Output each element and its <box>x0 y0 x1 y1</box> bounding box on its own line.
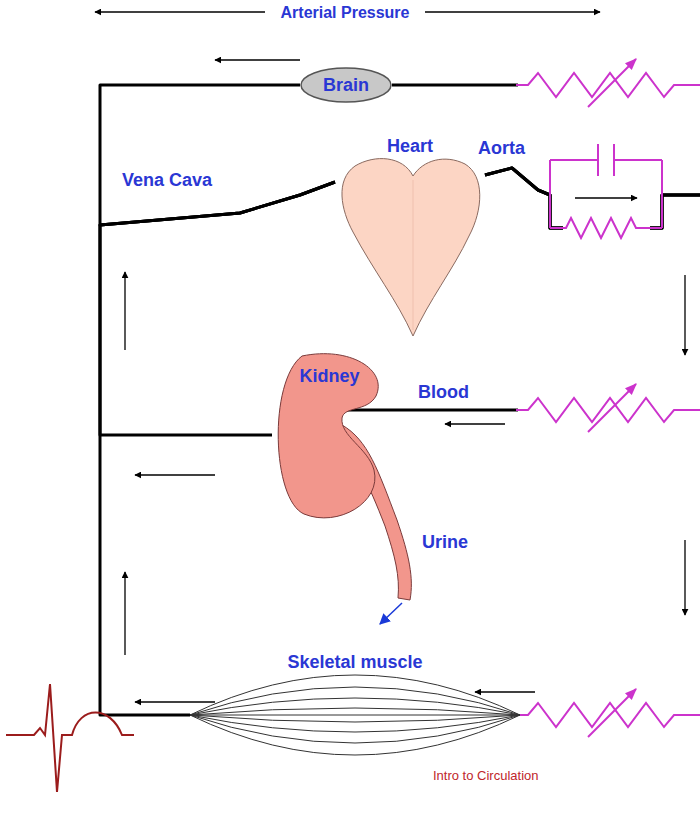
muscle-fibre <box>190 715 520 722</box>
organ-label: Arterial Pressure <box>281 2 410 23</box>
heart-outline <box>342 159 480 336</box>
node-label: Skeletal muscle <box>287 652 422 673</box>
muscle-fibre <box>190 687 520 715</box>
kidney-shape: Kidney <box>272 352 387 524</box>
flow-arrow <box>95 12 685 702</box>
organ-label: Blood <box>418 382 469 403</box>
organ-label: Vena Cava <box>122 170 212 191</box>
heart-shape: Heart <box>335 136 485 342</box>
muscle-fibre <box>190 675 520 715</box>
muscle-fibres <box>190 675 520 755</box>
muscle-fibre <box>190 698 520 715</box>
blood-vessel <box>100 85 335 225</box>
node-label: Heart <box>387 136 433 157</box>
ecg-trace <box>6 684 134 792</box>
organ-label: Aorta <box>478 138 525 159</box>
flow-arrow <box>95 11 265 12</box>
variable-resistor <box>588 59 636 107</box>
muscle-fibre <box>190 708 520 715</box>
flow-arrow <box>684 275 685 355</box>
variable-resistor <box>516 59 700 107</box>
variable-resistor <box>516 689 700 737</box>
flow-arrow <box>124 572 125 655</box>
flow-arrow <box>475 691 535 692</box>
variable-resistor <box>516 384 700 432</box>
variable-resistor <box>516 73 700 97</box>
flow-arrow <box>215 59 300 60</box>
muscle-shape: Skeletal muscle <box>190 652 520 768</box>
muscle-fibre <box>190 715 520 743</box>
kidney-outline <box>278 354 378 518</box>
muscle-fibre <box>190 715 520 716</box>
flow-arrow <box>135 474 215 475</box>
flow-arrow <box>575 197 637 198</box>
variable-resistor <box>516 703 700 727</box>
variable-resistor <box>588 689 636 737</box>
node-label: Kidney <box>299 366 359 387</box>
variable-resistor <box>588 384 636 432</box>
heart-shape <box>342 159 480 336</box>
variable-resistor <box>516 398 700 422</box>
muscle-fibre <box>190 715 520 755</box>
node-outline <box>335 136 485 342</box>
blood-vessel <box>485 168 700 715</box>
muscle-fibre <box>190 715 520 732</box>
capacitor-resistor <box>550 144 662 228</box>
ureter <box>380 603 402 624</box>
flow-arrow <box>684 540 685 615</box>
organ-label: Urine <box>422 532 468 553</box>
brain-ellipse <box>301 68 391 102</box>
flow-arrow <box>135 701 215 702</box>
node-label: Brain <box>323 75 369 96</box>
ecg-trace <box>6 684 134 792</box>
flow-arrow <box>445 423 505 424</box>
capacitor-resistor <box>550 144 662 243</box>
capacitor-resistor <box>550 218 662 238</box>
flow-arrow <box>124 272 125 350</box>
brain-ellipse: Brain <box>300 67 392 103</box>
heart-septum <box>413 180 414 330</box>
flow-arrow <box>425 11 600 12</box>
caption: Intro to Circulation <box>433 768 539 784</box>
